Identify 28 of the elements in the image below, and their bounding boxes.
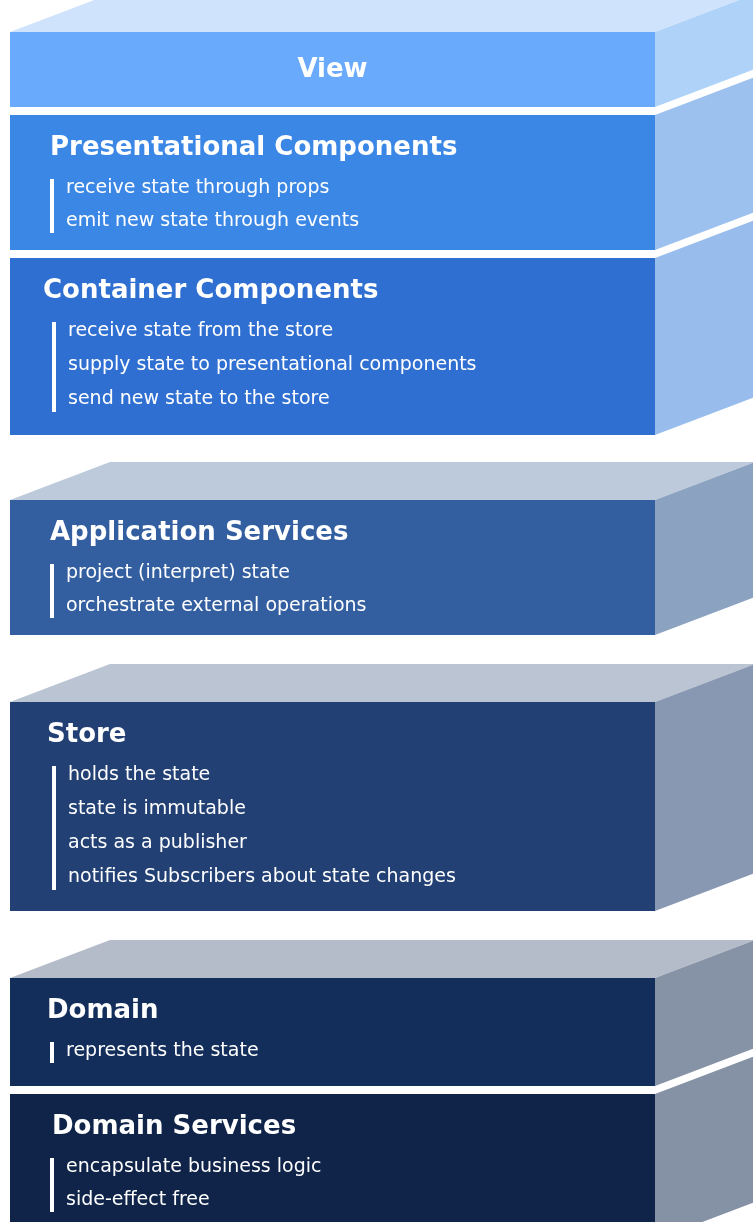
layer-block — [10, 500, 655, 635]
layer-heading: Application Services — [50, 516, 349, 546]
layer-description: holds the state — [68, 762, 211, 784]
layer-heading: Domain Services — [52, 1110, 297, 1140]
layer-block — [10, 258, 655, 435]
layer-description: notifies Subscribers about state changes — [68, 864, 456, 886]
layer-description: receive state from the store — [68, 318, 334, 340]
layer-heading: Store — [47, 718, 127, 748]
layer-description: side-effect free — [66, 1187, 210, 1209]
layer-description: encapsulate business logic — [66, 1154, 322, 1176]
layer-block — [10, 1094, 655, 1222]
layer-description: represents the state — [66, 1038, 259, 1060]
layer-heading: Presentational Components — [50, 131, 458, 161]
layer-description: emit new state through events — [66, 208, 360, 230]
layer-description: state is immutable — [68, 796, 246, 818]
layer-description: send new state to the store — [68, 386, 330, 408]
layer-block — [10, 702, 655, 911]
layer-block — [10, 978, 655, 1086]
layer-description: acts as a publisher — [68, 830, 247, 852]
layer-description: supply state to presentational components — [68, 352, 477, 374]
layer-description: project (interpret) state — [66, 560, 290, 582]
layer-block — [10, 32, 655, 107]
layer-heading: Domain — [47, 994, 159, 1024]
layer-block — [10, 115, 655, 250]
layer-description: orchestrate external operations — [66, 593, 367, 615]
layer-heading: Container Components — [43, 274, 379, 304]
layer-heading: View — [296, 52, 369, 83]
layer-description: receive state through props — [66, 175, 330, 197]
